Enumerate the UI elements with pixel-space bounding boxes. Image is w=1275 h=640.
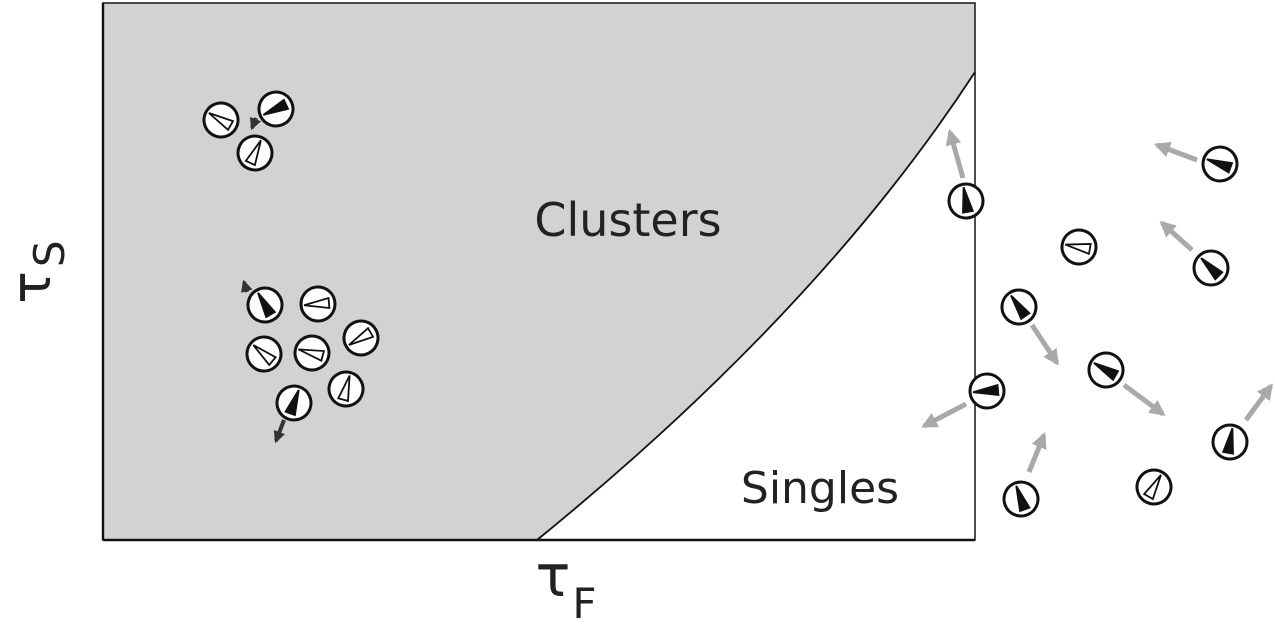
particle-icon [1087,351,1125,389]
x-axis-subscript: F [572,579,596,628]
particle-icon [1135,468,1173,506]
large-cluster-arrow-bottom [273,419,286,444]
particle-icon [202,101,240,139]
cluster-arrows [241,116,286,444]
svg-text:τS: τS [0,240,74,303]
particle-icon [275,384,313,422]
particle-icon [327,370,365,408]
velocity-arrow [1154,142,1198,163]
particle-icon [968,372,1006,410]
velocity-arrow [1159,220,1194,252]
particle-icon [1060,228,1098,266]
particle-icon [342,319,380,357]
particle-icon [246,286,284,324]
velocity-arrow [1122,382,1166,417]
velocity-arrow [1243,383,1274,422]
particle-icon [1211,423,1249,461]
velocity-arrow [1029,323,1060,366]
clusters-region [103,3,975,540]
svg-text:τF: τF [535,542,596,628]
velocity-arrow [945,128,966,179]
velocity-arrow [1026,432,1047,473]
particle-icon [293,334,331,372]
particle-icon [299,285,337,323]
small-cluster-arrow [249,116,262,131]
singles-label: Singles [741,463,899,514]
particle-icon [245,335,283,373]
particle-icon [1201,145,1239,183]
y-axis-symbol: τ [0,271,63,304]
particle-icon [1002,480,1040,518]
x-axis-symbol: τ [535,542,570,610]
free-arrows [921,128,1274,473]
particle-icon [1192,249,1230,287]
particle-icon [1000,288,1038,326]
clusters-label: Clusters [534,193,721,247]
particle-icon [236,134,274,172]
phase-boundary-curve [536,71,976,541]
particle-icon [257,90,295,128]
large-cluster-arrow-top [241,279,253,293]
small-cluster [202,90,295,172]
y-axis-label: τS [0,240,74,303]
particle-icon [947,182,985,220]
velocity-arrow [921,401,968,429]
y-axis-subscript: S [25,240,74,267]
phase-plot [101,2,976,542]
x-axis-label: τF [535,542,596,628]
free-particles [947,145,1249,518]
large-cluster [245,285,380,422]
